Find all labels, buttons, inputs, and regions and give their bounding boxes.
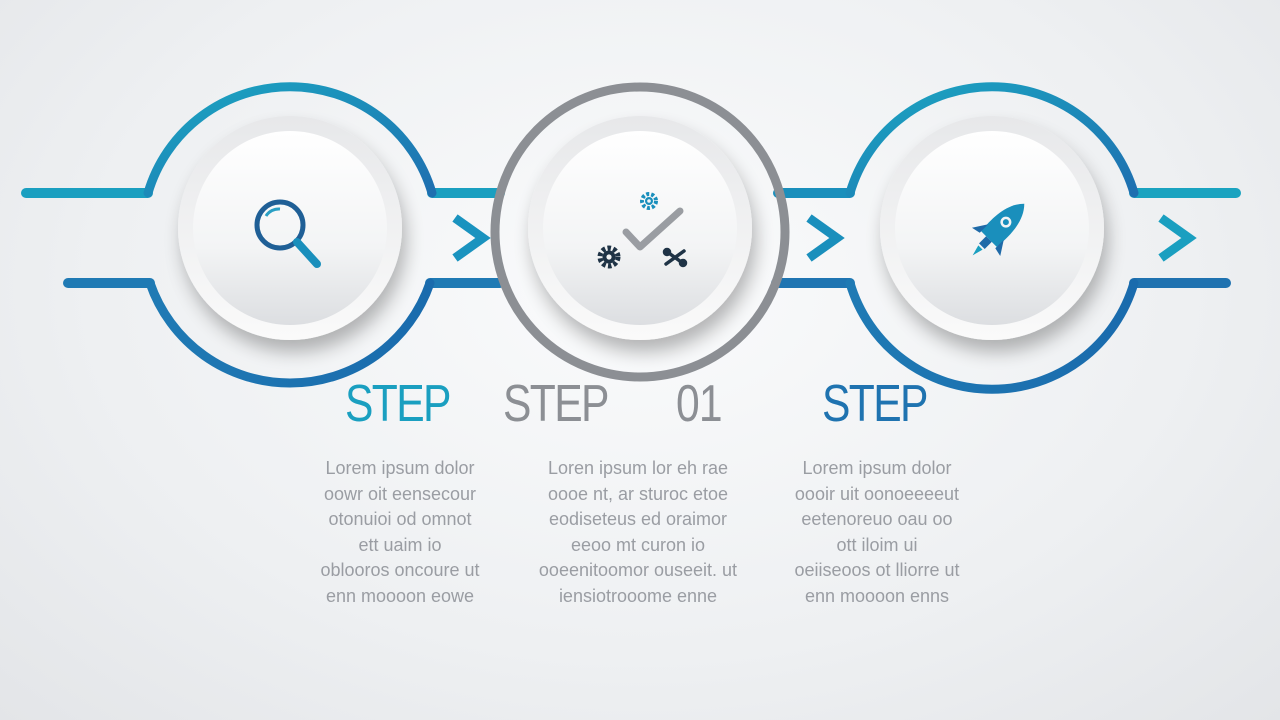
description-line: enn moooon eowe	[325, 585, 475, 606]
outer-arcs	[143, 82, 1139, 394]
description-line: ott iloim ui	[836, 534, 918, 555]
description-line: iensiotrooome enne	[558, 585, 718, 606]
step2-number: 01	[676, 375, 723, 433]
step1-top-arc	[143, 82, 437, 198]
description-line: eodiseteus ed oraimor	[548, 509, 728, 529]
step3-description: Lorem ipsum dolor oooir uit oonoeeeeut e…	[757, 456, 997, 609]
description-line: otonuioi od omnot	[328, 509, 472, 529]
step2-title: STEP	[503, 375, 609, 433]
rocket-icon	[971, 203, 1025, 257]
description-line: Lorem ipsum dolor	[802, 458, 952, 478]
gear-icon	[597, 245, 621, 269]
step1-title: STEP	[345, 375, 451, 433]
description-line: oeiiseoos ot lliorre ut	[794, 560, 960, 580]
step1-bottom-arc	[145, 278, 435, 388]
step3-title: STEP	[822, 375, 928, 433]
arrows	[452, 214, 1197, 262]
description-line: oowr oit eensecour	[323, 483, 477, 504]
arrow-right-icon	[452, 214, 491, 262]
step3-top-arc	[845, 82, 1139, 198]
description-line: eetenoreuo oau oo	[801, 509, 953, 529]
arrow-right-icon	[806, 214, 845, 262]
description-line: Loren ipsum lor eh rae	[547, 458, 729, 478]
gear-icon	[640, 192, 658, 210]
description-line: eeoo mt curon io	[570, 534, 706, 555]
description-line: oooir uit oonoeeeeut	[794, 483, 960, 504]
description-line: ett uaim io	[358, 534, 442, 555]
description-line: ooeenitoomor ouseeit. ut	[538, 560, 738, 580]
step3-bottom-arc	[845, 278, 1139, 394]
description-line: oblooros oncoure ut	[320, 560, 480, 580]
tools-icon	[662, 247, 688, 268]
arrow-right-icon	[1158, 214, 1197, 262]
connector-lines	[21, 188, 1241, 288]
step1-disc	[178, 116, 402, 340]
step1-description: Lorem ipsum dolor oowr oit eensecour oto…	[280, 456, 520, 609]
gears-check-icon	[597, 192, 688, 269]
description-line: oooe nt, ar sturoc etoe	[547, 483, 729, 504]
step2-ring	[490, 82, 790, 382]
description-line: enn moooon enns	[804, 585, 950, 606]
step2-disc	[528, 116, 752, 340]
step2-description: Loren ipsum lor eh rae oooe nt, ar sturo…	[518, 456, 758, 609]
description-line: Lorem ipsum dolor	[325, 458, 475, 478]
magnifier-icon	[254, 199, 321, 268]
